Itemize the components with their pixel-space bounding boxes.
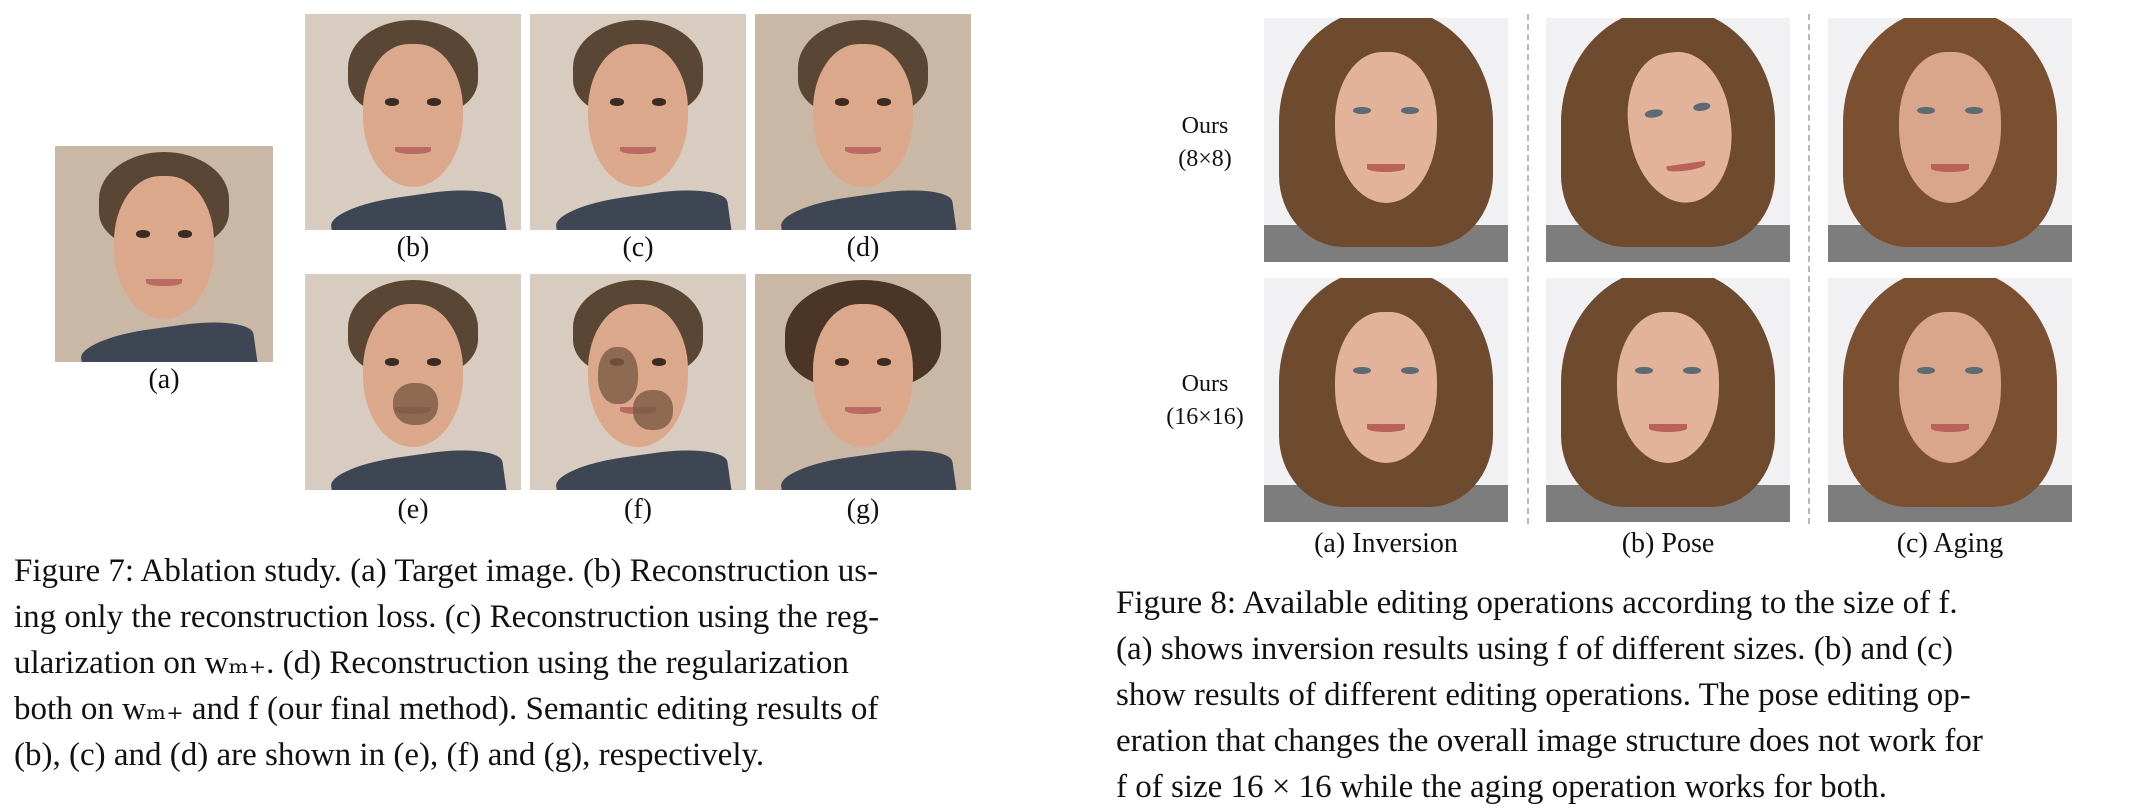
reconstruction-d [755,14,971,230]
column-label-aging: (c) Aging [1896,528,2004,559]
label-f: (f) [624,494,652,525]
caption-line: Figure 7: Ablation study. (a) Target ima… [14,553,879,589]
row-label-size: (8×8) [1178,146,1232,172]
caption-line: eration that changes the overall image s… [1116,723,1983,759]
target-image-a [55,146,273,362]
pose-8x8 [1546,18,1790,262]
inversion-16x16 [1264,278,1508,522]
aging-16x16 [1828,278,2072,522]
caption-line: ularization on wₘ₊. (d) Reconstruction u… [14,645,849,681]
caption-line: ing only the reconstruction loss. (c) Re… [14,599,880,635]
reconstruction-c [530,14,746,230]
column-label-pose: (b) Pose [1621,528,1715,559]
caption-line: f of size 16 × 16 while the aging operat… [1116,769,1888,805]
label-g: (g) [846,494,880,525]
pose-16x16 [1546,278,1790,522]
reconstruction-b [305,14,521,230]
caption-line: show results of different editing operat… [1116,677,1971,713]
label-e: (e) [397,494,429,525]
row-label-8x8: Ours (8×8) [1150,110,1260,176]
column-separator [1808,14,1810,524]
figure-7-caption: Figure 7: Ablation study. (a) Target ima… [14,548,879,778]
inversion-8x8 [1264,18,1508,262]
label-b: (b) [396,232,430,263]
column-separator [1527,14,1529,524]
row-label-size: (16×16) [1166,404,1244,430]
row-label-16x16: Ours (16×16) [1150,368,1260,434]
label-d: (d) [846,232,880,263]
row-label-name: Ours [1181,371,1229,397]
figure-8-caption: Figure 8: Available editing operations a… [1116,580,1983,810]
caption-line: Figure 8: Available editing operations a… [1116,585,1958,621]
edited-f [530,274,746,490]
column-label-inversion: (a) Inversion [1314,528,1458,559]
label-c: (c) [622,232,654,263]
edited-g [755,274,971,490]
caption-line: (a) shows inversion results using f of d… [1116,631,1954,667]
caption-line: (b), (c) and (d) are shown in (e), (f) a… [14,737,765,773]
caption-line: both on wₘ₊ and f (our final method). Se… [14,691,879,727]
edited-e [305,274,521,490]
row-label-name: Ours [1181,113,1229,139]
label-a: (a) [148,364,180,395]
aging-8x8 [1828,18,2072,262]
